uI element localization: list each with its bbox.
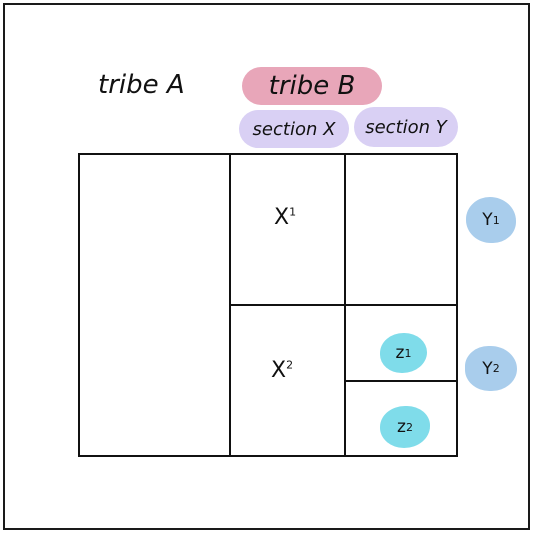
section-y-label: section Y [365,116,447,138]
tribe-b-label: tribe B [268,71,356,101]
section-x-pill: section X [239,110,349,148]
section-y-pill: section Y [354,107,458,147]
tribe-b-pill: tribe B [242,67,382,105]
grid-divider-middle [230,304,458,306]
grid-divider-z [346,380,458,382]
cell-x1-label: X1 [274,205,297,230]
canvas-frame [3,3,530,530]
tribe-a-label: tribe A [98,70,185,100]
cell-x2-label: X2 [271,358,294,383]
section-x-label: section X [252,118,336,140]
